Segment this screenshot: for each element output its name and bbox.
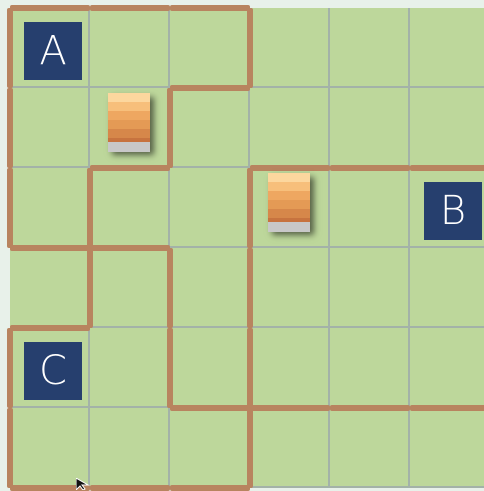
grid-cell[interactable] [170,88,250,168]
wall-vertical [7,328,13,408]
wall-vertical [87,248,93,328]
grid-cell[interactable] [330,8,410,88]
wall-vertical [247,168,253,248]
wall-horizontal [250,405,330,411]
grid-cell[interactable] [330,328,410,408]
grid-cell[interactable] [90,408,170,488]
grid-cell[interactable] [410,8,484,88]
wall-vertical [167,88,173,168]
wall-vertical [7,8,13,88]
grid-cell[interactable] [330,248,410,328]
wall-vertical [7,408,13,488]
mouse-pointer-icon [76,478,90,490]
grid-cell[interactable] [170,328,250,408]
label-a: A [24,22,82,80]
wall-vertical [167,328,173,408]
wall-horizontal [410,405,484,411]
wall-horizontal [330,405,410,411]
grid-cell[interactable] [90,248,170,328]
grid-cell[interactable] [410,88,484,168]
wall-horizontal [250,165,330,171]
grid-cell[interactable] [250,328,330,408]
wall-horizontal [330,165,410,171]
grid-cell[interactable] [90,8,170,88]
wall-horizontal [170,485,250,491]
grid-cell[interactable] [170,8,250,88]
grid-cell[interactable] [250,8,330,88]
wall-horizontal [10,5,90,11]
grid-cell[interactable] [10,248,90,328]
wall-vertical [7,88,13,168]
grid-cell[interactable] [330,408,410,488]
wall-horizontal [10,245,90,251]
label-b: B [424,182,482,240]
wall-horizontal [10,325,90,331]
wall-vertical [167,248,173,328]
grid-cell[interactable] [90,168,170,248]
wall-vertical [87,168,93,248]
label-c: C [24,342,82,400]
grid-cell[interactable] [10,408,90,488]
wall-vertical [7,168,13,248]
wall-vertical [247,408,253,488]
grid-cell[interactable] [10,88,90,168]
wall-vertical [247,248,253,328]
block-piece[interactable] [268,173,310,231]
game-board: A B C [10,8,484,488]
grid-cell[interactable] [410,248,484,328]
block-piece[interactable] [108,93,150,151]
wall-horizontal [170,405,250,411]
grid-cell[interactable] [250,408,330,488]
wall-horizontal [90,245,170,251]
wall-vertical [247,328,253,408]
grid-cell[interactable] [90,328,170,408]
wall-horizontal [410,165,484,171]
grid-cell[interactable] [10,168,90,248]
wall-horizontal [90,485,170,491]
wall-vertical [247,8,253,88]
grid-cell[interactable] [170,168,250,248]
grid-cell[interactable] [250,248,330,328]
grid-cell[interactable] [330,88,410,168]
wall-horizontal [170,5,250,11]
wall-horizontal [170,85,250,91]
wall-horizontal [90,5,170,11]
wall-horizontal [90,165,170,171]
grid-cell[interactable] [250,88,330,168]
grid-cell[interactable] [410,408,484,488]
grid-cell[interactable] [410,328,484,408]
grid-cell[interactable] [170,408,250,488]
grid-cell[interactable] [170,248,250,328]
grid-cell[interactable] [330,168,410,248]
